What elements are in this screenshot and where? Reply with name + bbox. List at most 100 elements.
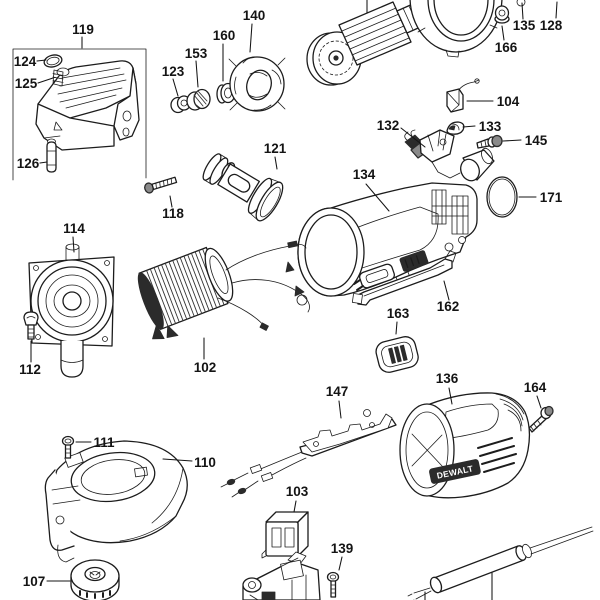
part-label-124: 124 [14, 54, 47, 69]
part-washer-cropped [516, 0, 526, 7]
part-number: 171 [540, 190, 563, 205]
part-armature [306, 0, 435, 86]
part-label-102: 102 [194, 337, 217, 375]
part-oring-171 [486, 176, 518, 218]
part-screw-164 [528, 405, 554, 433]
part-label-160: 160 [213, 28, 236, 82]
part-number: 135 [513, 18, 536, 33]
part-end-cap-136: DEWALT [399, 392, 531, 499]
part-label-114: 114 [63, 221, 85, 253]
part-label-166: 166 [495, 25, 518, 55]
part-flange-nut-107 [70, 559, 120, 600]
leader-line [400, 127, 426, 148]
part-gear-153 [186, 88, 211, 111]
part-motor-housing-134 [297, 182, 478, 297]
part-pin-126 [46, 138, 57, 173]
part-bearing-cover [409, 0, 503, 58]
part-number: 102 [194, 360, 217, 375]
leader-line [502, 139, 522, 142]
part-number: 125 [15, 76, 38, 91]
part-number: 118 [162, 206, 184, 221]
part-number: 107 [23, 574, 46, 589]
part-clamp-washer-140 [228, 56, 286, 112]
part-number: 134 [353, 167, 376, 182]
leader-line [338, 556, 343, 571]
part-clip-133 [446, 121, 465, 135]
leader-line [172, 78, 179, 97]
part-number: 111 [93, 435, 115, 450]
part-label-163: 163 [387, 306, 410, 335]
part-number: 119 [72, 22, 94, 37]
part-number: 136 [436, 371, 459, 386]
part-label-123: 123 [162, 64, 185, 97]
leader-line [169, 195, 173, 208]
part-number: 112 [19, 362, 41, 377]
part-number: 104 [497, 94, 520, 109]
part-label-104: 104 [466, 94, 520, 109]
part-screw-139 [326, 571, 340, 598]
part-label-119: 119 [72, 22, 94, 49]
part-label-121: 121 [264, 141, 287, 170]
part-label-171: 171 [518, 190, 563, 205]
part-switch-block-103 [261, 511, 309, 559]
part-label-153: 153 [185, 46, 208, 88]
part-spindle-121 [202, 153, 284, 222]
part-label-135: 135 [513, 2, 536, 33]
part-number: 139 [331, 541, 354, 556]
leader-line [462, 125, 476, 128]
leader-line [249, 23, 253, 53]
leader-line [521, 2, 524, 20]
part-label-139: 139 [331, 541, 354, 571]
leader-line [501, 25, 505, 41]
part-nut-166 [494, 5, 510, 24]
part-carbon-brush-104 [446, 78, 480, 113]
part-number: 140 [243, 8, 266, 23]
part-number: 160 [213, 28, 236, 43]
part-number: 145 [525, 133, 548, 148]
leader-line [338, 400, 342, 419]
part-label-145: 145 [502, 133, 548, 148]
part-label-107: 107 [23, 574, 71, 589]
leader-line [37, 77, 54, 84]
part-label-126: 126 [17, 156, 48, 171]
brand-logo-plate: DEWALT [429, 459, 481, 484]
part-label-134: 134 [353, 167, 390, 212]
part-lock-button-163 [375, 336, 419, 373]
part-number: 114 [63, 221, 85, 236]
part-screw-112 [23, 311, 39, 340]
leader-line [195, 60, 199, 88]
leader-line [293, 500, 297, 513]
leader-line [162, 458, 193, 462]
part-switch-assembly [242, 551, 321, 600]
part-lock-lever-162 [351, 250, 457, 306]
leader-line [443, 280, 450, 301]
part-lead-assembly-147 [220, 409, 397, 498]
part-label-125: 125 [15, 76, 54, 91]
part-label-111: 111 [75, 435, 115, 450]
part-brush-holder-132 [404, 129, 495, 182]
part-label-132: 132 [377, 118, 426, 148]
part-label-147: 147 [326, 384, 348, 419]
part-field-102 [137, 240, 310, 340]
part-label-162: 162 [437, 280, 459, 314]
leader-line [36, 59, 47, 62]
part-screw-111 [61, 435, 75, 459]
leader-line [448, 387, 453, 405]
part-number: 110 [194, 455, 216, 470]
leader-line [274, 156, 278, 170]
part-number: 126 [17, 156, 40, 171]
part-flange-114 [28, 243, 115, 378]
part-label-112: 112 [19, 340, 41, 377]
part-label-133: 133 [462, 119, 502, 134]
part-label-128: 128 [540, 1, 563, 33]
part-number: 133 [479, 119, 502, 134]
part-number: 103 [286, 484, 309, 499]
leader-line [365, 183, 390, 212]
leader-line [555, 1, 558, 19]
part-spring-125 [52, 69, 64, 87]
part-screw-145 [476, 134, 503, 149]
part-number: 153 [185, 46, 208, 61]
